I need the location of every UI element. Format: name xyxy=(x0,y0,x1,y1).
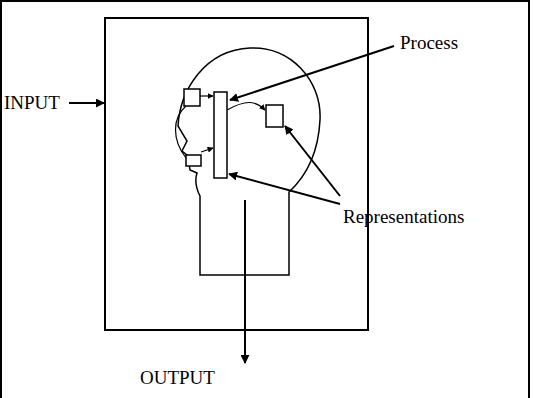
inner-arrow xyxy=(200,95,213,96)
input-label: INPUT xyxy=(4,92,60,114)
leader-arrow xyxy=(229,174,340,204)
input-arrow xyxy=(69,102,104,104)
inner-arrow xyxy=(201,148,213,152)
output-arrow xyxy=(244,200,246,363)
system-box xyxy=(105,18,368,330)
process-label: Process xyxy=(400,32,458,54)
representation-box xyxy=(184,89,200,106)
leader-arrow xyxy=(285,126,340,196)
leader-arrow xyxy=(230,46,394,100)
representation-box xyxy=(186,155,201,166)
representations-label: Representations xyxy=(343,206,464,228)
output-label: OUTPUT xyxy=(140,367,215,389)
head-outline xyxy=(178,48,320,275)
inner-link xyxy=(176,106,187,158)
representation-box xyxy=(266,105,283,127)
process-bar xyxy=(214,92,227,178)
inner-arrow xyxy=(227,103,265,111)
